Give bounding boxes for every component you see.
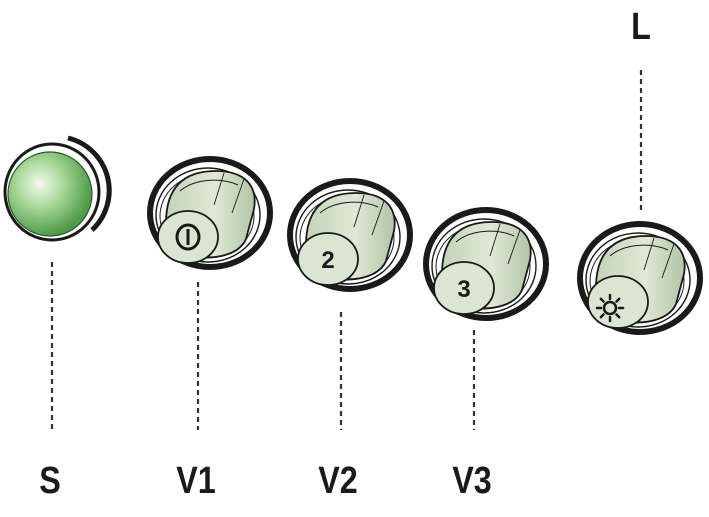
button-v3[interactable]: 3: [426, 210, 546, 318]
callout-l: L: [631, 6, 651, 48]
button-v1[interactable]: [150, 159, 270, 267]
button-label-3: 3: [457, 276, 470, 303]
power-icon: [175, 223, 201, 251]
button-v2[interactable]: 2: [290, 181, 410, 289]
button-label-2: 2: [321, 247, 334, 274]
sun-icon: [595, 293, 625, 323]
callout-s: S: [39, 460, 61, 502]
callout-v1: V1: [176, 460, 216, 502]
callout-v3: V3: [452, 460, 492, 502]
callout-v2: V2: [318, 460, 358, 502]
light-icon: [7, 151, 93, 237]
indicator-lamp-s: [3, 135, 112, 242]
button-l[interactable]: [580, 224, 700, 332]
